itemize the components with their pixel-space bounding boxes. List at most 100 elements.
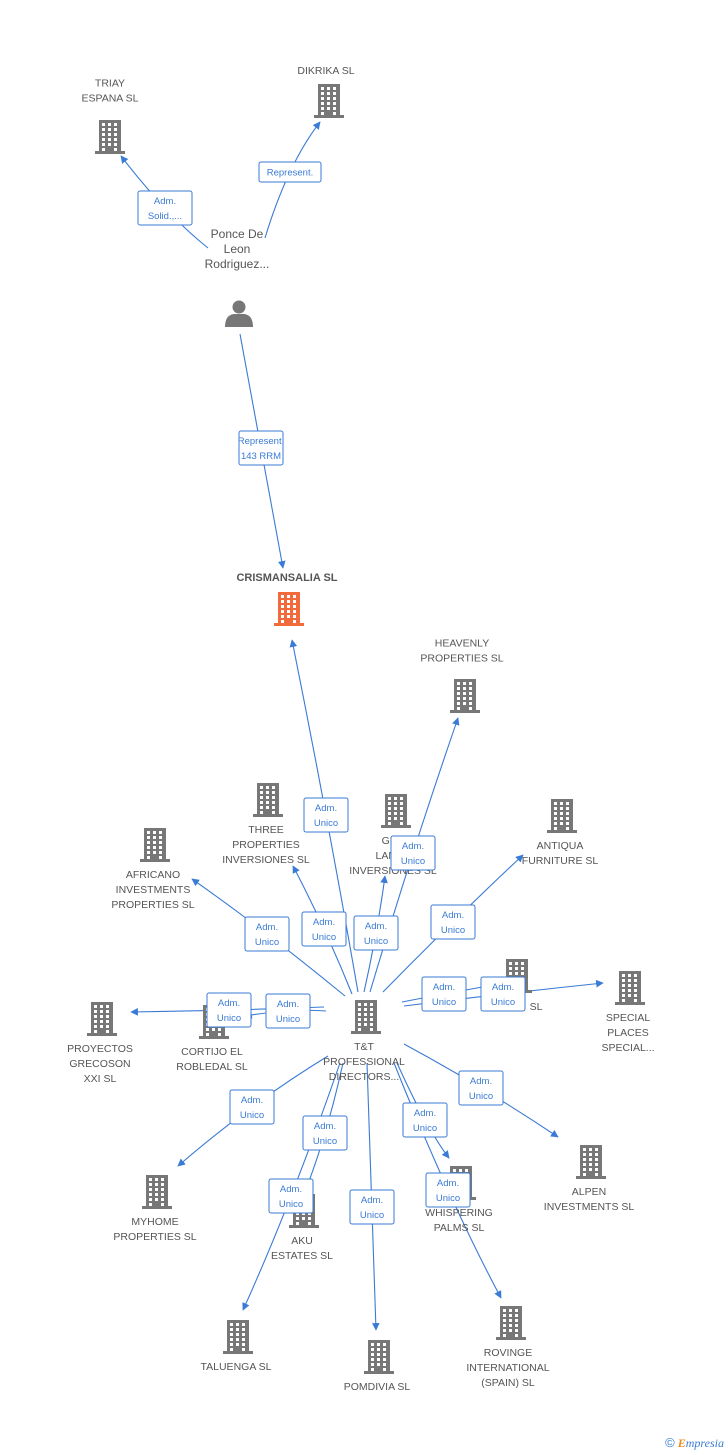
copyright-icon: ©	[665, 1435, 675, 1450]
node-label: DIRECTORS...	[329, 1071, 399, 1083]
node-label: FURNITURE SL	[522, 855, 599, 867]
role-box	[229, 1089, 275, 1125]
role-label-tt-to-taluenga[interactable]: Adm.Unico	[268, 1178, 314, 1214]
node-label: PROYECTOS	[67, 1043, 133, 1055]
role-label-tt-to-whispering[interactable]: Adm. Unico	[402, 1102, 448, 1138]
brand-initial: E	[677, 1436, 686, 1450]
node-label: INVERSIONES SL	[222, 854, 310, 866]
building-icon	[381, 794, 411, 828]
role-box	[238, 430, 284, 466]
role-label-ponce-to-dikrika[interactable]: Represent.	[258, 161, 322, 183]
role-box	[425, 1172, 471, 1208]
node-tt[interactable]: T&T PROFESSIONAL DIRECTORS...	[323, 1000, 405, 1083]
role-box	[258, 161, 322, 183]
building-icon	[87, 1002, 117, 1036]
role-label-tt-to-proyectos[interactable]: Adm.Unico	[206, 992, 252, 1028]
node-label: ESTATES SL	[271, 1250, 333, 1262]
node-label: TRIAY	[95, 78, 125, 90]
role-text: Unico	[413, 1123, 437, 1134]
node-label: GRECOSON	[69, 1058, 130, 1070]
role-text: Adm.	[154, 196, 176, 207]
role-box	[302, 1115, 348, 1151]
role-label-tt-to-pomdivia[interactable]: Adm.Unico	[349, 1189, 395, 1225]
node-label: CORTIJO EL	[181, 1046, 243, 1058]
role-box	[390, 835, 436, 871]
role-label-ponce-to-crismansalia[interactable]: Represent. 143 RRM	[238, 430, 284, 466]
node-triay[interactable]: TRIAY ESPANA SL	[81, 78, 139, 155]
building-icon	[140, 828, 170, 862]
node-ponce[interactable]: Ponce DeLeonRodriguez...	[205, 227, 270, 327]
building-icon	[314, 84, 344, 118]
node-label: PALMS SL	[434, 1222, 485, 1234]
building-icon	[274, 592, 304, 626]
node-label: ANTIQUA	[537, 840, 584, 852]
node-label: Rodriguez...	[205, 257, 270, 271]
role-label-tt-to-heavenly[interactable]: Adm.Unico	[390, 835, 436, 871]
role-text: Unico	[255, 937, 279, 948]
role-label-tt-to-alpen[interactable]: Adm.Unico	[458, 1070, 504, 1106]
role-label-tt-to-hidden_sl[interactable]: Adm.Unico	[421, 976, 467, 1012]
node-dikrika[interactable]: DIKRIKA SL	[297, 65, 355, 118]
node-label: ALPEN	[572, 1186, 606, 1198]
role-box	[137, 190, 193, 226]
roles-layer: Adm.Solid.,... Represent. Represent. 143 RR…	[137, 161, 526, 1225]
node-pomdivia[interactable]: POMDIVIA SL	[344, 1340, 411, 1393]
node-antiqua[interactable]: ANTIQUA FURNITURE SL	[522, 799, 599, 867]
node-label: ESPANA SL	[81, 93, 138, 105]
node-label: PROPERTIES SL	[420, 653, 503, 665]
person-icon	[225, 300, 253, 327]
node-label: AKU	[291, 1235, 313, 1247]
role-text: Adm.	[241, 1095, 263, 1106]
role-text: Represent.	[238, 436, 284, 447]
role-text: Adm.	[414, 1108, 436, 1119]
role-label-tt-to-aku[interactable]: Adm.Unico	[302, 1115, 348, 1151]
role-text: Unico	[436, 1193, 460, 1204]
node-crismansalia[interactable]: CRISMANSALIA SL	[236, 572, 338, 626]
brand-name: mpresia	[685, 1436, 724, 1450]
role-text: Adm.	[442, 910, 464, 921]
role-box	[265, 993, 311, 1029]
node-special[interactable]: SPECIALPLACESSPECIAL...	[601, 971, 655, 1054]
role-text: Unico	[491, 997, 515, 1008]
role-box	[458, 1070, 504, 1106]
node-label: Leon	[224, 242, 251, 256]
role-box	[480, 976, 526, 1012]
node-label: DIKRIKA SL	[297, 65, 354, 77]
building-icon	[223, 1320, 253, 1354]
role-label-tt-to-three[interactable]: Adm.Unico	[301, 911, 347, 947]
role-label-tt-to-myhome[interactable]: Adm.Unico	[229, 1089, 275, 1125]
role-box	[353, 915, 399, 951]
node-label: CRISMANSALIA SL	[236, 572, 337, 584]
role-text: Adm.	[361, 1195, 383, 1206]
empresia-brand[interactable]: ©Empresia	[665, 1435, 724, 1451]
role-text: Adm.	[314, 1121, 336, 1132]
node-label: T&T	[354, 1041, 374, 1053]
node-label: MYHOME	[131, 1216, 178, 1228]
role-text: Unico	[469, 1091, 493, 1102]
building-icon	[547, 799, 577, 833]
role-label-tt-to-gre[interactable]: Adm.Unico	[353, 915, 399, 951]
node-label: TALUENGA SL	[201, 1361, 272, 1373]
node-taluenga[interactable]: TALUENGA SL	[201, 1320, 272, 1373]
role-label-tt-to-africano[interactable]: Adm.Unico	[244, 916, 290, 952]
role-label-tt-to-antiqua[interactable]: Adm.Unico	[430, 904, 476, 940]
node-label: PLACES	[607, 1027, 648, 1039]
role-label-tt-to-cortijo[interactable]: Adm.Unico	[265, 993, 311, 1029]
role-label-tt-to-special[interactable]: Adm.Unico	[480, 976, 526, 1012]
role-box	[421, 976, 467, 1012]
node-label: INTERNATIONAL	[466, 1362, 549, 1374]
role-label-tt-to-crismansalia[interactable]: Adm.Unico	[303, 797, 349, 833]
node-label: WHISPERING	[425, 1207, 493, 1219]
role-label-tt-to-rovinge[interactable]: Adm.Unico	[425, 1172, 471, 1208]
role-label-ponce-to-triay[interactable]: Adm.Solid.,...	[137, 190, 193, 226]
role-text: Unico	[217, 1013, 241, 1024]
node-label: PROFESSIONAL	[323, 1056, 405, 1068]
role-text: 143 RRM	[241, 451, 281, 462]
